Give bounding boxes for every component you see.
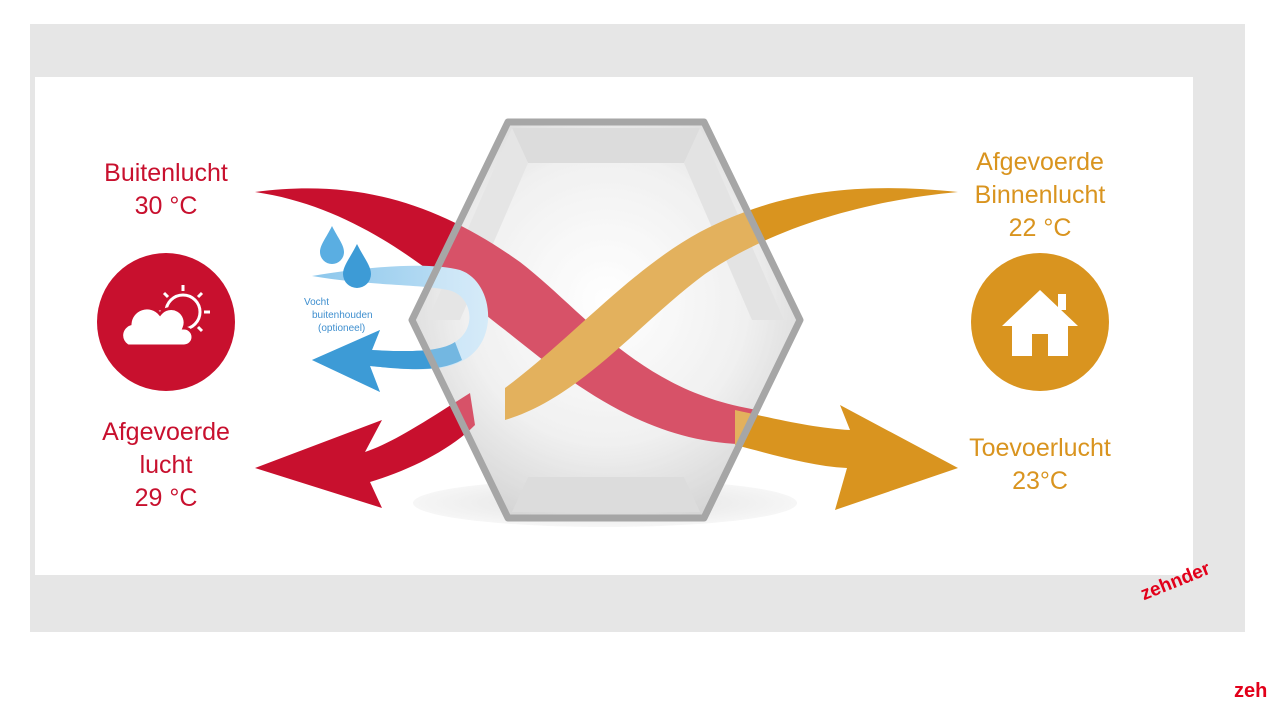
exhaust-air-label: Afgevoerde lucht 29 °C (76, 416, 256, 515)
supply-air-name: Toevoerlucht (969, 434, 1111, 462)
exhaust-air-arrow (255, 393, 475, 508)
exhaust-air-name-line2: lucht (139, 451, 193, 479)
moisture-note-line3: (optioneel) (318, 323, 366, 334)
exhaust-air-name-line1: Afgevoerde (102, 418, 230, 446)
supply-air-label: Toevoerlucht 23°C (940, 432, 1140, 498)
extract-air-temp: 22 °C (1008, 214, 1072, 242)
zehnder-logo-corner: zeh (1234, 680, 1268, 702)
house-icon (971, 253, 1109, 391)
outside-air-flow (255, 188, 758, 445)
extract-air-name-line2: Binnenlucht (974, 181, 1106, 209)
cloud-sun-icon (97, 253, 235, 391)
outside-air-label: Buitenlucht 30 °C (76, 157, 256, 223)
moisture-return-arrowhead (312, 330, 462, 392)
moisture-note-line2: buitenhouden (312, 310, 373, 321)
extract-air-flow (505, 188, 958, 420)
extract-air-label: Afgevoerde Binnenlucht 22 °C (940, 146, 1140, 245)
extract-air-name-line1: Afgevoerde (976, 148, 1104, 176)
supply-air-temp: 23°C (1012, 467, 1068, 495)
water-drops-icon (320, 226, 371, 288)
moisture-note-line1: Vocht (304, 297, 330, 308)
exhaust-air-temp: 29 °C (134, 484, 198, 512)
moisture-note: Vocht buitenhouden (optioneel) (290, 296, 400, 335)
supply-air-arrow (735, 405, 958, 510)
outside-air-name: Buitenlucht (104, 159, 228, 187)
heat-exchanger-overlay (408, 118, 804, 522)
outside-air-temp: 30 °C (134, 192, 198, 220)
